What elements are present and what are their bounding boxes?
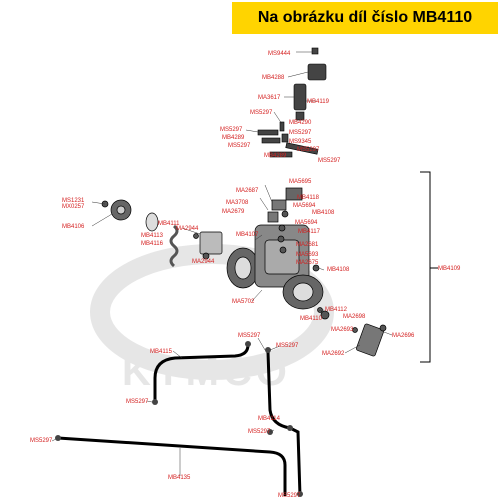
- label-ms5297: MS5297: [228, 143, 251, 149]
- label-mb4113: MB4113: [141, 233, 164, 239]
- label-mb4289: MB4289: [222, 135, 245, 141]
- label-ma5695: MA5695: [289, 179, 312, 185]
- label-mb4106: MB4106: [62, 224, 85, 230]
- part-number-banner: Na obrázku díl číslo MB4110: [232, 2, 498, 34]
- label-ms5297: MS5297: [297, 147, 320, 153]
- leader-lines: [51, 51, 393, 476]
- tps-sensor: [352, 323, 387, 357]
- part-labels: MS9444 MB4288 MA3617 MB4119 MS5297 MB429…: [30, 51, 461, 499]
- label-mb4115: MB4115: [150, 349, 173, 355]
- label-mb4288: MB4288: [262, 75, 285, 81]
- label-ma3617: MA3617: [258, 95, 281, 101]
- label-mb4118: MB4118: [297, 195, 320, 201]
- label-mb4117: MB4117: [298, 229, 321, 235]
- label-ms5297: MS5297: [30, 438, 53, 444]
- label-mb4109: MB4109: [438, 266, 461, 272]
- label-ms9444: MS9444: [268, 51, 291, 57]
- label-ma2692: MA2692: [322, 351, 345, 357]
- label-ma2679: MA2679: [222, 209, 245, 215]
- label-mb4110: MB4110: [300, 316, 323, 322]
- label-ms5297: MS5297: [248, 429, 271, 435]
- label-ms5297: MS5297: [250, 110, 273, 116]
- label-mb4111: MB4111: [158, 221, 180, 227]
- label-ma5694: MA5694: [295, 220, 318, 226]
- label-mb4135: MB4135: [168, 475, 191, 481]
- label-mx0257: MX0257: [62, 204, 85, 210]
- label-ma3708: MA3708: [226, 200, 249, 206]
- label-ma2693: MA2693: [331, 327, 354, 333]
- label-ma2698: MA2698: [343, 314, 366, 320]
- label-mb4107: MB4107: [236, 232, 259, 238]
- label-ms5297: MS5297: [318, 158, 341, 164]
- label-ma2696: MA2696: [392, 333, 415, 339]
- label-ms5297: MS5297: [276, 343, 299, 349]
- label-mb4116: MB4116: [141, 241, 164, 247]
- label-mb4112: MB4112: [325, 307, 348, 313]
- label-mb4290: MB4290: [289, 120, 312, 126]
- label-ma2944: MA2944: [176, 226, 199, 232]
- label-mb4114: MB4114: [258, 416, 281, 422]
- label-ma5702: MA5702: [232, 299, 255, 305]
- label-ma2687: MA2687: [236, 188, 259, 194]
- label-ms5297: MS5297: [126, 399, 149, 405]
- label-ma2944: MA2944: [192, 259, 215, 265]
- throttle-body: [226, 187, 330, 320]
- label-ms1231: MS1231: [62, 198, 85, 204]
- mb4109-bracket: [420, 171, 438, 363]
- label-ma5693: MA5693: [296, 252, 319, 258]
- label-ms5297: MS5297: [238, 333, 261, 339]
- label-ms5297: MS5297: [220, 127, 243, 133]
- hose-clamps: [55, 341, 303, 497]
- banner-text: Na obrázku díl číslo MB4110: [257, 9, 473, 26]
- label-ms5297: MS5297: [278, 493, 301, 499]
- label-mb4289: MB4289: [264, 153, 287, 159]
- label-mb4119: MB4119: [307, 99, 330, 105]
- label-ms5297: MS5297: [289, 130, 312, 136]
- label-mb4108: MB4108: [327, 267, 350, 273]
- linkage-parts: [101, 199, 223, 268]
- label-ma2681: MA2681: [296, 242, 319, 248]
- map-sensor-assembly: [257, 47, 327, 158]
- label-ma2675: MA2675: [296, 260, 319, 266]
- label-ms9345: MS9345: [289, 139, 312, 145]
- label-ma5694: MA5694: [293, 203, 316, 209]
- label-mb4108: MB4108: [312, 210, 335, 216]
